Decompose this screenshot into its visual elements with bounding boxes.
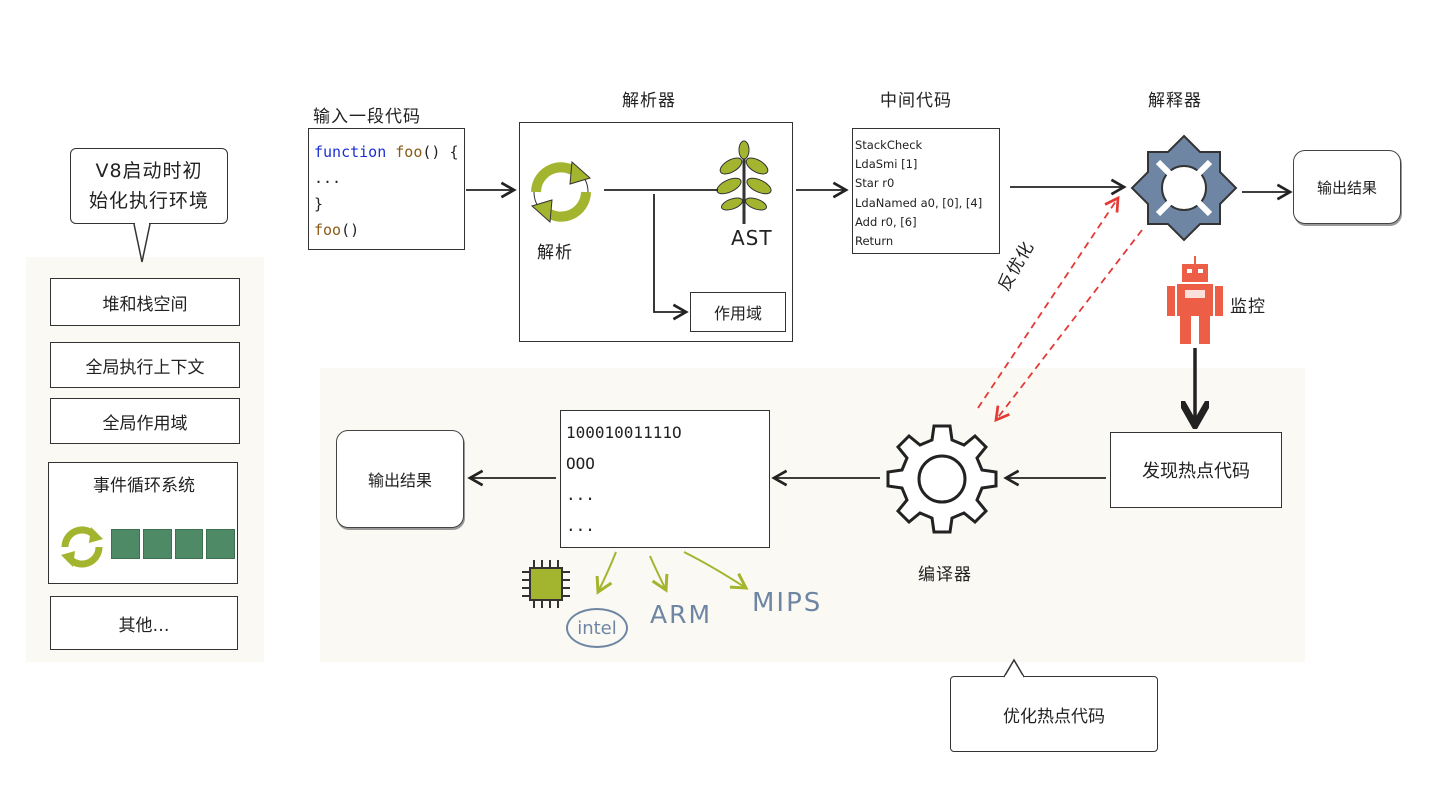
machine-code-line: ... — [566, 485, 595, 504]
heap-stack-box: 堆和栈空间 — [50, 278, 240, 326]
code-line: } — [314, 195, 324, 213]
optimize-bubble: 优化热点代码 — [950, 676, 1158, 752]
queue-cell — [142, 529, 172, 559]
bytecode-box: StackCheck LdaSmi [1] Star r0 LdaNamed a… — [852, 128, 1000, 254]
bytecode-line: Return — [855, 234, 894, 249]
deopt-arrow-down — [994, 229, 1143, 423]
parse-label: 解析 — [537, 243, 573, 263]
bytecode-line: Add r0, [6] — [855, 214, 917, 229]
bytecode-line: LdaNamed a0, [0], [4] — [855, 195, 983, 210]
optimize-bubble-label: 优化热点代码 — [1003, 706, 1105, 727]
code-line: ... — [314, 169, 342, 187]
parse-cycle-icon — [530, 160, 592, 224]
hot-code-label: 发现热点代码 — [1142, 461, 1250, 482]
optimize-bubble-tail — [1003, 658, 1025, 678]
monitor-label: 监控 — [1230, 297, 1266, 317]
code-line: function foo() { — [314, 139, 464, 165]
code-keyword: function — [314, 143, 387, 161]
queue-cell — [174, 529, 204, 559]
monitor-robot-icon — [1167, 256, 1223, 344]
arrow-parse-to-scope — [653, 194, 689, 321]
compiler-output-box: 输出结果 — [336, 430, 464, 528]
code-fn-name: foo — [395, 143, 423, 161]
queue-cell — [111, 529, 140, 559]
compiler-title: 编译器 — [918, 565, 972, 585]
machine-code-box: 10001001111O OOO ... ... — [560, 410, 770, 548]
others-box: 其他… — [50, 596, 238, 650]
scope-box: 作用域 — [690, 292, 786, 332]
code-rest: () — [341, 221, 360, 239]
global-scope-label: 全局作用域 — [102, 413, 188, 434]
interpreter-output-label: 输出结果 — [1316, 178, 1377, 197]
interpreter-lifebuoy-icon — [1130, 134, 1238, 242]
event-loop-cycle-icon — [61, 526, 103, 568]
speech-bubble-tail — [133, 223, 151, 263]
input-code-box: function foo() { ... } foo() — [308, 128, 465, 250]
parser-title: 解析器 — [622, 91, 676, 111]
others-label: 其他… — [118, 615, 170, 636]
code-line: foo() — [314, 217, 464, 243]
speech-bubble: V8启动时初 始化执行环境 — [70, 148, 228, 224]
code-fn-name: foo — [314, 221, 342, 239]
optimization-panel — [320, 368, 1305, 662]
task-queue — [111, 529, 235, 559]
event-loop-label: 事件循环系统 — [93, 476, 195, 496]
cpu-chip-icon — [522, 560, 570, 608]
code-rest: () { — [422, 143, 459, 161]
ast-label: AST — [731, 226, 773, 250]
queue-cell — [206, 529, 235, 559]
bytecode-line: StackCheck — [855, 138, 923, 152]
scope-label: 作用域 — [713, 304, 762, 323]
mips-label: MIPS — [752, 588, 823, 618]
ast-tree-icon — [716, 140, 772, 224]
compiler-gear-icon — [886, 424, 998, 534]
heap-stack-label: 堆和栈空间 — [102, 294, 188, 315]
intel-label: intel — [577, 617, 617, 639]
bytecode-line: Star r0 — [855, 176, 895, 191]
machine-code-line: OOO — [566, 454, 595, 473]
arch-arrow-mips — [683, 551, 749, 590]
intel-logo: intel — [566, 608, 628, 648]
global-context-box: 全局执行上下文 — [50, 342, 240, 388]
interpreter-title: 解释器 — [1148, 91, 1202, 111]
bytecode-title: 中间代码 — [880, 91, 952, 111]
compiler-output-label: 输出结果 — [367, 471, 432, 490]
speech-bubble-line2: 始化执行环境 — [88, 190, 209, 212]
bytecode-line: LdaSmi [1] — [855, 157, 918, 172]
arm-label: ARM — [650, 600, 713, 629]
global-context-label: 全局执行上下文 — [85, 357, 205, 378]
input-title: 输入一段代码 — [313, 107, 421, 127]
machine-code-line: ... — [566, 516, 595, 535]
global-scope-box: 全局作用域 — [50, 398, 240, 444]
hot-code-box: 发现热点代码 — [1110, 432, 1282, 508]
arch-arrow-arm — [649, 555, 669, 593]
interpreter-output-box: 输出结果 — [1293, 150, 1401, 224]
event-loop-box: 事件循环系统 — [48, 462, 238, 584]
arch-arrow-intel — [595, 551, 617, 595]
deopt-arrow-up — [977, 195, 1120, 409]
machine-code-line: 10001001111O — [566, 423, 682, 442]
speech-bubble-line1: V8启动时初 — [95, 160, 203, 182]
